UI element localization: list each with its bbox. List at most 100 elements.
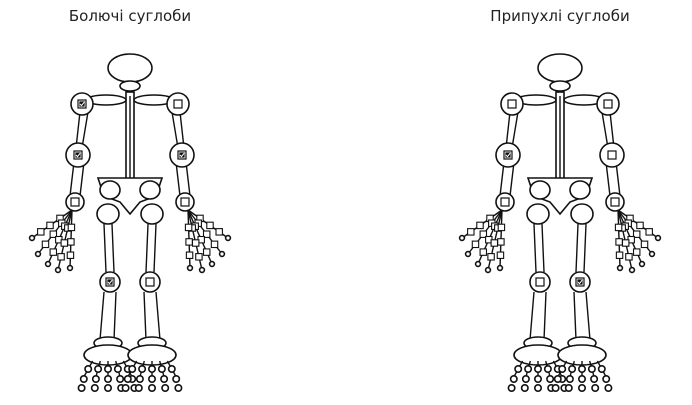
toe-tip (535, 385, 541, 391)
toe-joint (567, 376, 573, 382)
fingertip (486, 268, 491, 273)
fingertip (656, 236, 661, 241)
toe-joint (117, 376, 123, 382)
fingertip (650, 252, 655, 257)
fingertip (460, 236, 465, 241)
unchecked-box-icon (501, 198, 509, 206)
toe-joint (535, 366, 541, 372)
tibia-right (144, 292, 146, 340)
fingertip (618, 266, 623, 271)
toe-joint (579, 376, 585, 382)
toe-joint (579, 366, 585, 372)
fingertip (56, 268, 61, 273)
finger-joint-box (61, 240, 67, 246)
toe-joint (93, 376, 99, 382)
toe-joint (95, 366, 101, 372)
unchecked-box-icon (604, 100, 612, 108)
finger-joint-box (615, 224, 621, 230)
finger-joint-box (641, 241, 647, 247)
toe-joint (149, 376, 155, 382)
toe-joint (515, 366, 521, 372)
unchecked-box-icon (71, 198, 79, 206)
toe-tip (552, 385, 558, 391)
skull (538, 54, 582, 82)
finger-joint-box (477, 222, 483, 228)
finger-joint-box (488, 254, 494, 260)
finger-joint-box (497, 252, 503, 258)
fingertip (30, 236, 35, 241)
finger-joint-box (491, 240, 497, 246)
toe-joint (173, 376, 179, 382)
tibia-left (530, 292, 534, 340)
femur-left (104, 224, 106, 272)
finger-joint-box (58, 254, 64, 260)
tibia-right (586, 292, 590, 340)
toe-tip (149, 385, 155, 391)
jaw (550, 81, 570, 91)
toe-tip (592, 385, 598, 391)
finger-joint-box (616, 252, 622, 258)
tibia-right (574, 292, 576, 340)
forearm-left (500, 162, 504, 196)
finger-joint-box (186, 252, 192, 258)
finger-joint-box (637, 222, 643, 228)
finger-joint-box (498, 239, 504, 245)
finger-joint-box (185, 224, 191, 230)
painful-joints-panel: Болючі суглоби (0, 0, 260, 405)
toe-joint (511, 376, 517, 382)
toe-joint (149, 366, 155, 372)
finger-joint-box (68, 224, 74, 230)
toe-joint (599, 366, 605, 372)
hip-right (140, 181, 160, 199)
finger-joint-box (186, 239, 192, 245)
femur-left (542, 224, 544, 272)
unchecked-box-icon (536, 278, 544, 286)
unchecked-box-icon (146, 278, 154, 286)
unchecked-box-icon (174, 100, 182, 108)
toe-tip (508, 385, 514, 391)
unchecked-box-icon (608, 151, 616, 159)
humerus-left (82, 112, 88, 148)
femur-right (146, 224, 148, 272)
toe-joint (545, 366, 551, 372)
finger-joint-box (47, 222, 53, 228)
femur-right (154, 224, 156, 272)
fingertip (476, 262, 481, 267)
femur-left (534, 224, 536, 272)
fingertip (220, 252, 225, 257)
toe-joint (569, 366, 575, 372)
tibia-right (156, 292, 160, 340)
hip-left (530, 181, 550, 199)
unchecked-box-icon (181, 198, 189, 206)
toe-joint (159, 366, 165, 372)
tibia-left (100, 292, 104, 340)
finger-joint-box (211, 241, 217, 247)
hip-left (100, 181, 120, 199)
finger-joint-box (480, 249, 486, 255)
forearm-right (186, 162, 190, 196)
fingertip (188, 266, 193, 271)
finger-joint-box (50, 249, 56, 255)
toe-joint (137, 376, 143, 382)
fingertip (36, 252, 41, 257)
toe-joint (555, 376, 561, 382)
forearm-left (70, 162, 74, 196)
finger-joint-box (646, 229, 652, 235)
fingertip (200, 268, 205, 273)
femur-head-right (571, 204, 593, 224)
femur-head-left (527, 204, 549, 224)
fingertip (466, 252, 471, 257)
fingertip (210, 262, 215, 267)
jaw (120, 81, 140, 91)
finger-joint-box (67, 252, 73, 258)
finger-joint-box (193, 240, 199, 246)
unchecked-box-icon (508, 100, 516, 108)
toe-joint (525, 366, 531, 372)
fingertip (46, 262, 51, 267)
toe-joint (161, 376, 167, 382)
toe-joint (547, 376, 553, 382)
finger-joint-box (204, 249, 210, 255)
toe-tip (566, 385, 572, 391)
toe-tip (136, 385, 142, 391)
finger-joint-box (207, 222, 213, 228)
